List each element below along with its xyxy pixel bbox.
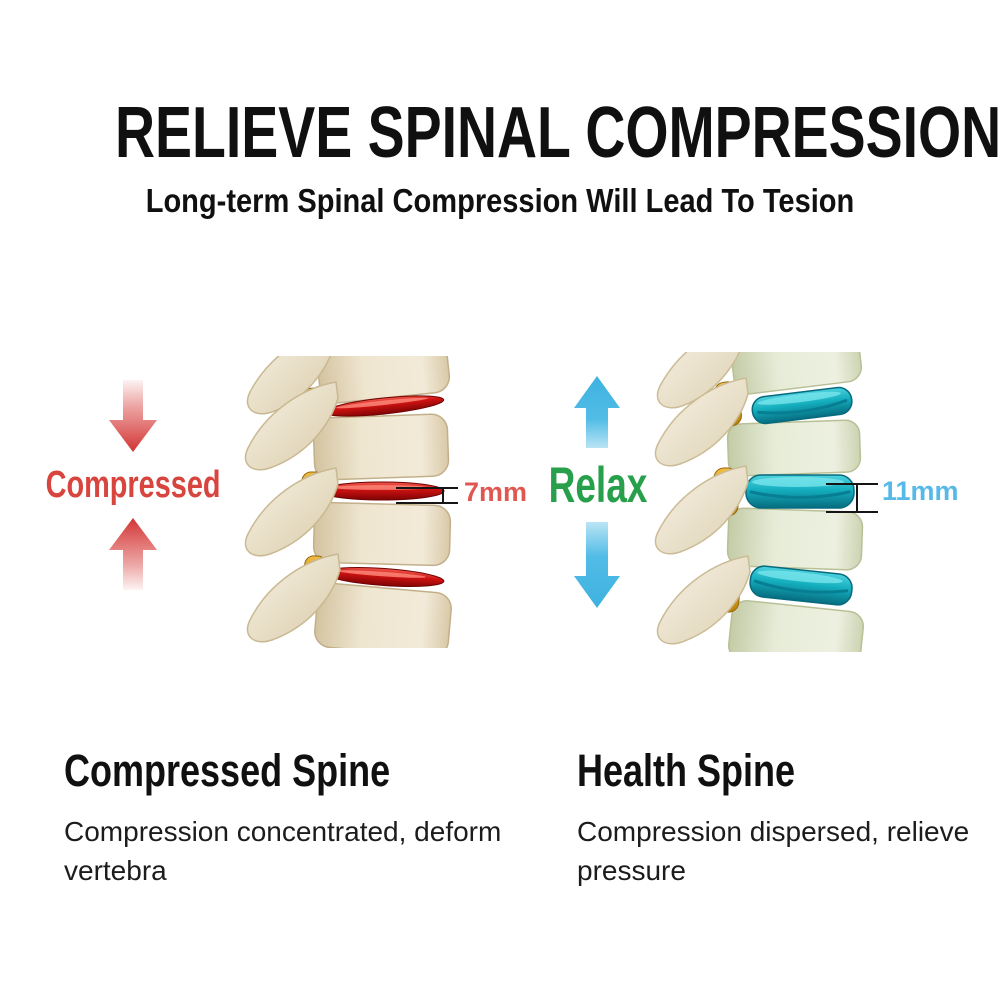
compressed-spine-summary: Compressed Spine Compression concentrate… <box>64 746 534 890</box>
blue-down-arrow-icon <box>574 522 620 608</box>
disc-height-11mm: 11mm <box>882 476 959 506</box>
compressed-label: Compressed <box>45 464 221 506</box>
measurement-bracket-7mm <box>396 487 458 504</box>
vertebral-bodies <box>312 356 452 648</box>
blue-up-arrow-icon <box>574 376 620 448</box>
page-title: RELIEVE SPINAL COMPRESSION <box>115 93 1000 173</box>
red-up-arrow-icon <box>109 518 157 590</box>
disc-height-7mm: 7mm <box>464 477 528 507</box>
compressed-spine-description: Compression concentrated, deform vertebr… <box>64 816 502 886</box>
compressed-spine-heading: Compressed Spine <box>64 745 391 796</box>
spinous-processes <box>654 352 751 645</box>
page-subtitle: Long-term Spinal Compression Will Lead T… <box>145 182 855 219</box>
health-spine-summary: Health Spine Compression dispersed, reli… <box>577 746 1000 890</box>
red-down-arrow-icon <box>109 380 157 452</box>
relax-label: Relax <box>548 457 648 513</box>
disc-creases <box>749 399 851 594</box>
disc-highlights <box>752 391 844 584</box>
health-spine-heading: Health Spine <box>577 745 796 796</box>
vertebral-bodies <box>726 352 865 652</box>
health-spine-description: Compression dispersed, relieve pressure <box>577 816 970 886</box>
measurement-bracket-11mm <box>826 483 878 513</box>
spinous-processes <box>244 356 341 643</box>
compressed-spine-illustration <box>244 356 452 648</box>
